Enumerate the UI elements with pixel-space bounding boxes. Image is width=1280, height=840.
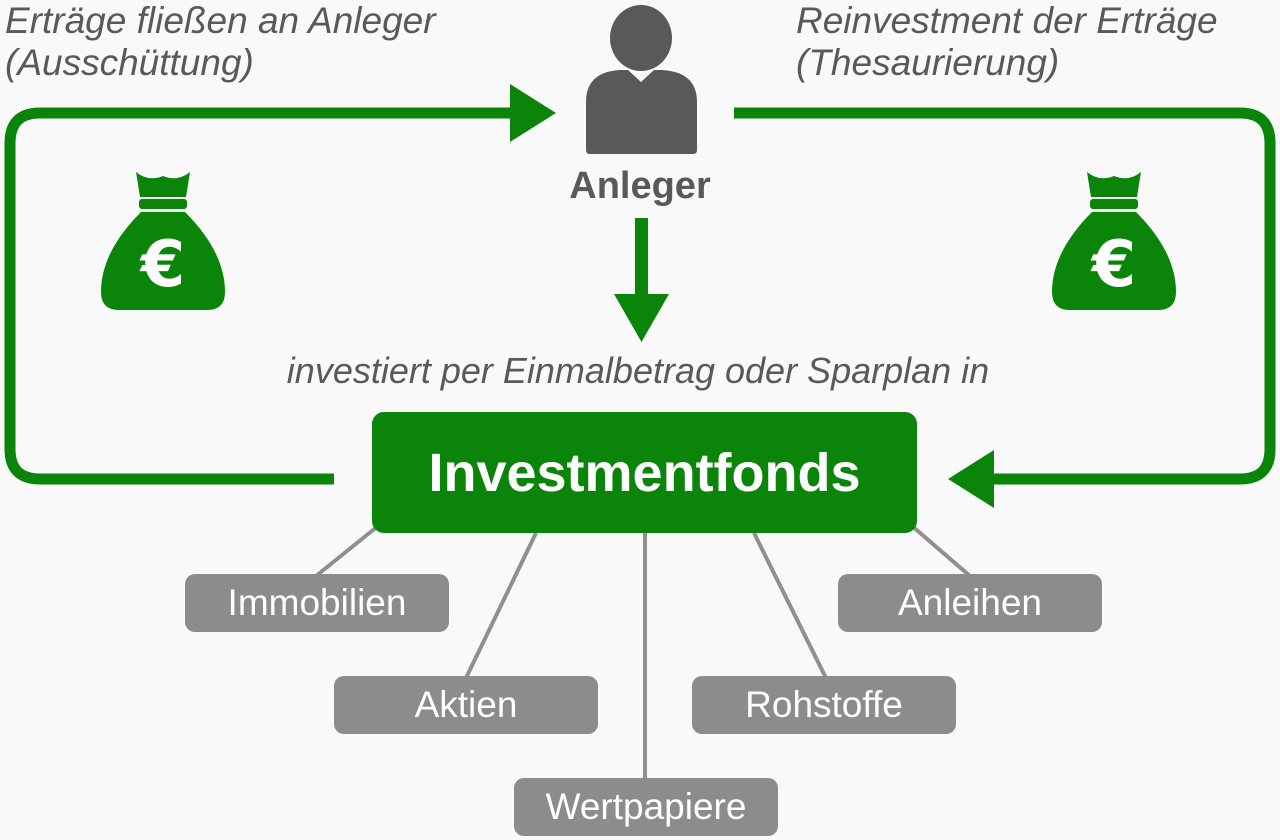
money-bag-euro-icon: € xyxy=(1052,172,1176,310)
reinvestment-arrow-head xyxy=(948,450,994,508)
distribution-label: Erträge fließen an Anleger (Ausschüttung… xyxy=(5,0,436,84)
euro-symbol: € xyxy=(1090,228,1137,302)
distribution-label-line2: (Ausschüttung) xyxy=(5,42,254,83)
invest-arrow-head xyxy=(614,294,669,342)
asset-connectors xyxy=(314,524,972,780)
distribution-label-line1: Erträge fließen an Anleger xyxy=(5,0,436,41)
connector-anleihen xyxy=(910,524,972,578)
reinvestment-label-line1: Reinvestment der Erträge xyxy=(796,0,1218,41)
connector-aktien xyxy=(464,532,538,679)
invest-label: investiert per Einmalbetrag oder Sparpla… xyxy=(286,350,990,391)
money-bag-euro-icon: € xyxy=(101,172,225,310)
euro-symbol: € xyxy=(139,228,186,302)
asset-box-rohstoffe: Rohstoffe xyxy=(692,676,956,734)
asset-box-anleihen: Anleihen xyxy=(838,574,1102,632)
distribution-loop-line xyxy=(4,107,515,485)
person-icon xyxy=(586,5,697,154)
connector-immobilien xyxy=(314,524,380,578)
investor-name: Anleger xyxy=(569,165,711,207)
reinvestment-loop-line xyxy=(734,107,1276,485)
reinvestment-label-line2: (Thesaurierung) xyxy=(796,42,1060,83)
invest-arrow-shaft xyxy=(635,218,648,298)
reinvestment-label: Reinvestment der Erträge (Thesaurierung) xyxy=(796,0,1218,84)
asset-box-immobilien: Immobilien xyxy=(185,574,449,632)
asset-box-wertpapiere: Wertpapiere xyxy=(514,778,778,836)
connector-rohstoffe xyxy=(752,532,828,679)
investment-fund-box: Investmentfonds xyxy=(372,412,917,533)
asset-box-aktien: Aktien xyxy=(334,676,598,734)
distribution-arrow-head xyxy=(510,84,556,142)
